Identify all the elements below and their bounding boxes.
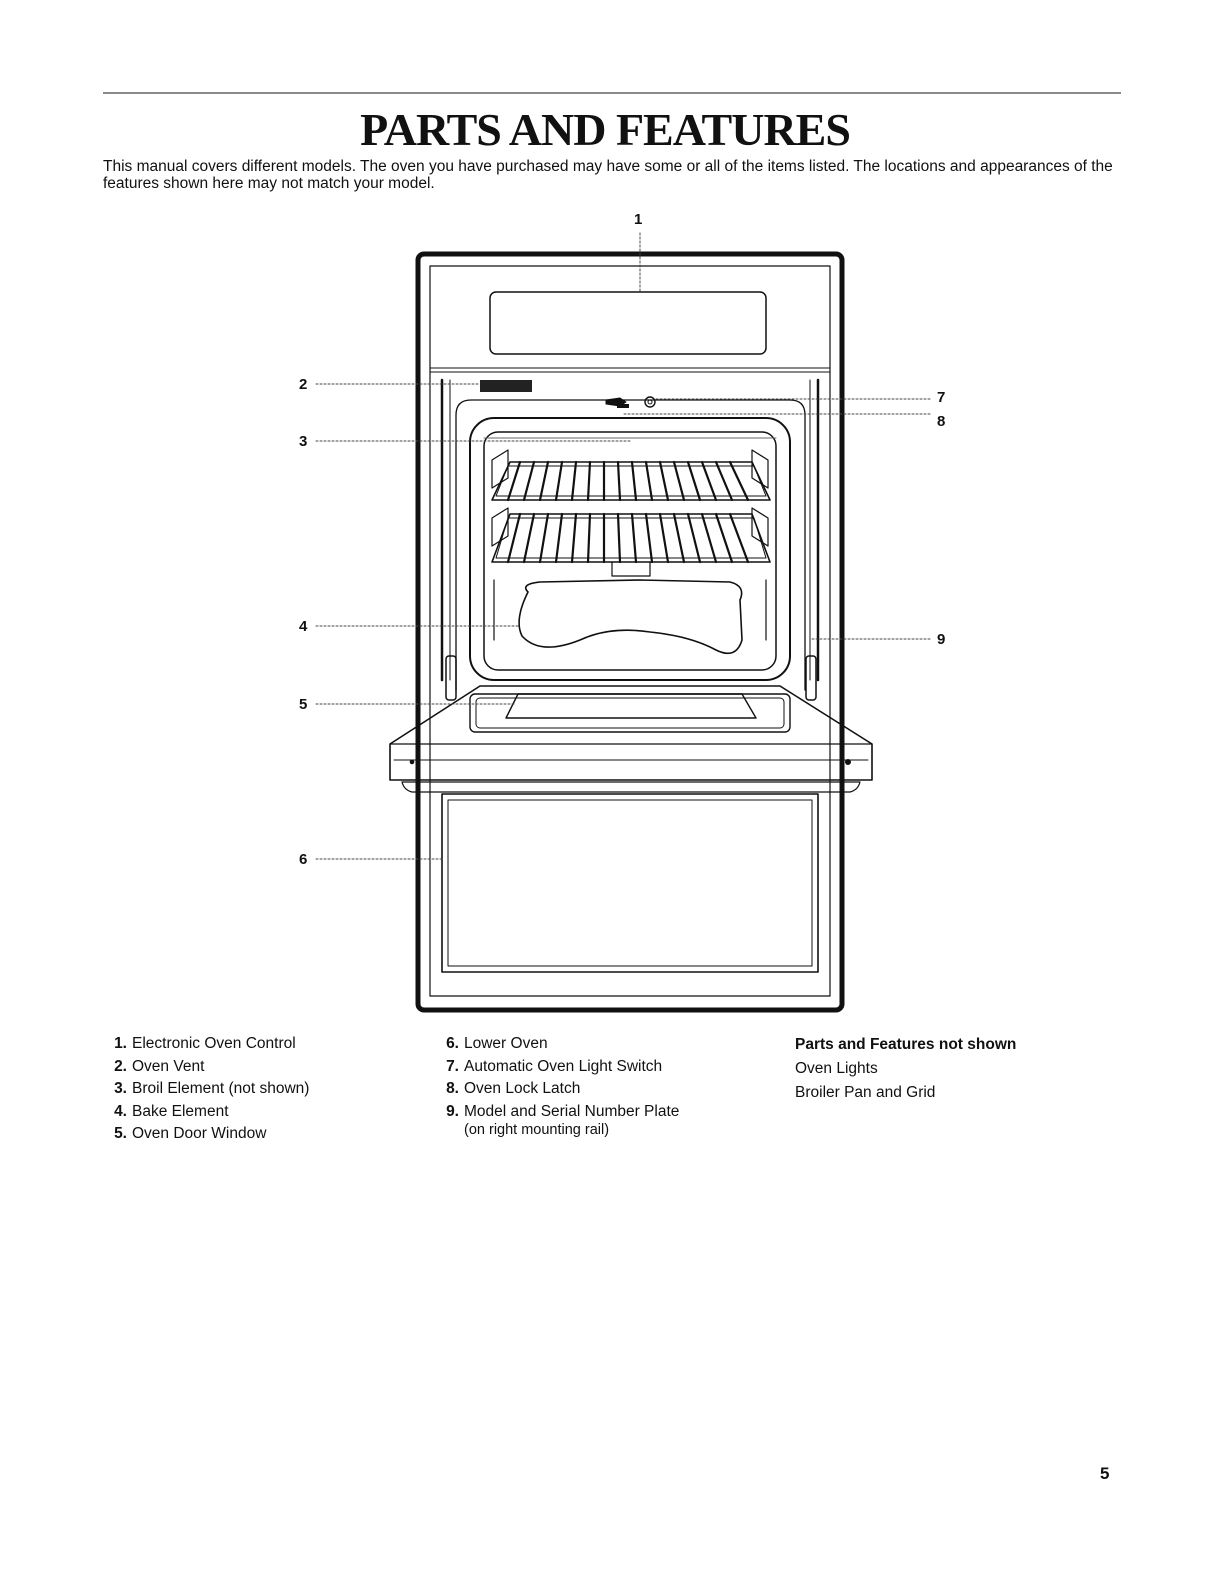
callout-4: 4 — [299, 618, 308, 635]
control-panel-display — [489, 291, 767, 355]
callout-8: 8 — [937, 413, 946, 430]
callout-5: 5 — [299, 696, 308, 713]
item-label: Model and Serial Number Plate — [464, 1102, 680, 1120]
item-label: Electronic Oven Control — [132, 1035, 296, 1052]
lower-oven — [441, 793, 819, 973]
item-number: 3. — [114, 1080, 127, 1097]
door-hinges — [445, 655, 817, 701]
oven-cabinet — [415, 251, 845, 1013]
item-number: 5. — [114, 1125, 127, 1142]
callout-1: 1 — [634, 211, 643, 228]
item-label: Oven Door Window — [132, 1125, 267, 1142]
oven-door-window — [505, 693, 757, 719]
item-number: 6. — [446, 1035, 459, 1052]
intro-paragraph: This manual covers different models. The… — [103, 158, 1113, 192]
item-number: 1. — [114, 1035, 127, 1052]
light-switch-icon — [644, 396, 656, 408]
item-number: 8. — [446, 1080, 459, 1097]
page-title: PARTS AND FEATURES — [360, 104, 851, 155]
callout-6: 6 — [299, 851, 308, 868]
item-label-group: Model and Serial Number Plate (on right … — [464, 1101, 679, 1138]
parts-list-middle: 6. Lower Oven 7. Automatic Oven Light Sw… — [435, 1033, 679, 1137]
oven-rack-lower — [491, 512, 771, 577]
item-number: 7. — [446, 1057, 459, 1075]
item-number: 9. — [446, 1102, 459, 1120]
mounting-rails — [440, 378, 820, 682]
item-note: (on right mounting rail) — [464, 1122, 610, 1138]
bake-element — [518, 579, 743, 655]
callout-leader-lines — [315, 232, 931, 860]
parts-list-left: 1. Electronic Oven Control 2. Oven Vent … — [103, 1033, 309, 1146]
list-item: 3. Broil Element (not shown) — [103, 1078, 309, 1101]
item-label: Oven Lock Latch — [464, 1080, 581, 1097]
item-number: 2. — [114, 1057, 127, 1075]
page-number: 5 — [1100, 1464, 1110, 1483]
not-shown-list: Parts and Features not shown Oven Lights… — [795, 1033, 1016, 1105]
list-item: 1. Electronic Oven Control — [103, 1033, 309, 1056]
list-item: 2. Oven Vent — [103, 1056, 309, 1079]
list-item: 5. Oven Door Window — [103, 1123, 309, 1146]
callout-7: 7 — [937, 389, 946, 406]
list-item: 9. Model and Serial Number Plate (on rig… — [435, 1101, 679, 1138]
callout-2: 2 — [299, 376, 308, 393]
callout-3: 3 — [299, 433, 308, 450]
rack-guides — [491, 449, 769, 641]
list-item: 8. Oven Lock Latch — [435, 1078, 679, 1101]
item-number: 4. — [114, 1102, 127, 1120]
item-label: Broil Element (not shown) — [132, 1080, 310, 1097]
oven-rack-upper — [491, 460, 771, 502]
list-item: Oven Lights — [795, 1060, 878, 1077]
list-item: 4. Bake Element — [103, 1101, 309, 1124]
list-item: Broiler Pan and Grid — [795, 1084, 936, 1101]
item-label: Automatic Oven Light Switch — [464, 1057, 663, 1075]
callout-9: 9 — [937, 631, 946, 648]
oven-door — [389, 685, 873, 793]
list-item: 6. Lower Oven — [435, 1033, 679, 1056]
not-shown-heading: Parts and Features not shown — [795, 1036, 1017, 1053]
item-label: Oven Vent — [132, 1057, 205, 1075]
oven-cavity — [455, 399, 806, 691]
item-label: Bake Element — [132, 1102, 229, 1120]
item-label: Lower Oven — [464, 1035, 548, 1052]
list-item: 7. Automatic Oven Light Switch — [435, 1056, 679, 1079]
top-rule — [103, 92, 1121, 94]
oven-vent — [480, 380, 532, 392]
